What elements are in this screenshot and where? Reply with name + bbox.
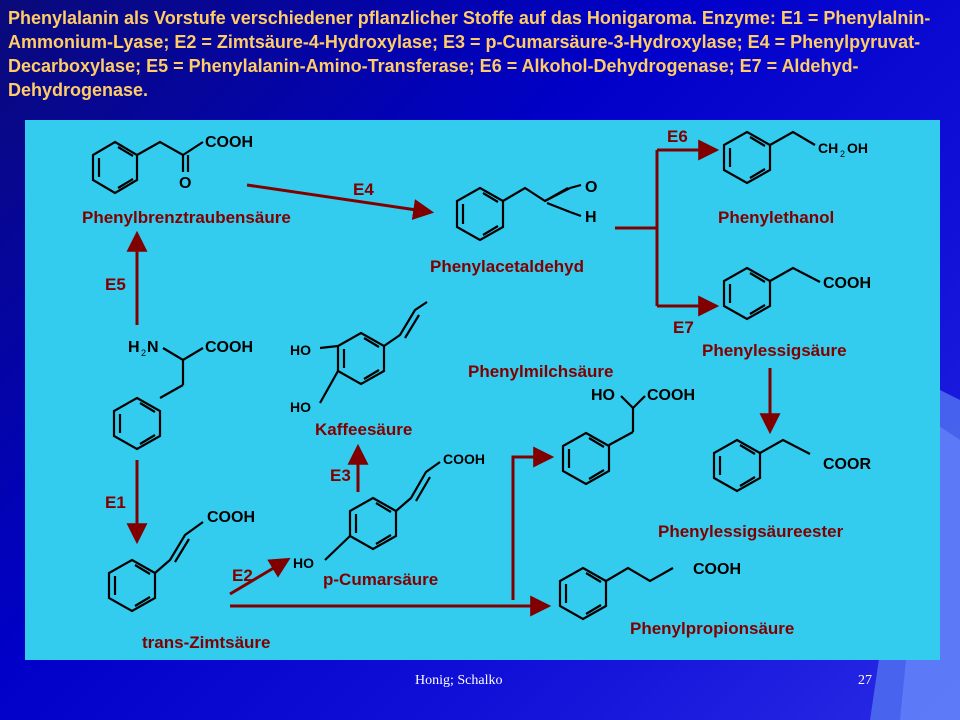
kaffeesaeure-structure: HO HO — [290, 301, 428, 415]
cooh-label: COOH — [207, 509, 255, 526]
label-phenylessigsaeureester: Phenylessigsäureester — [658, 522, 844, 541]
enzyme-e7: E7 — [673, 318, 694, 337]
phenylethanol-structure: CH 2 OH — [722, 130, 868, 185]
enzyme-e5: E5 — [105, 275, 126, 294]
p-cumarsaeure-structure: COOH HO — [293, 451, 485, 571]
ho-label: HO — [290, 342, 311, 358]
enzyme-e4: E4 — [353, 180, 374, 199]
ho-label: HO — [293, 555, 314, 571]
oxygen-label: O — [585, 179, 597, 196]
cooh-label: COOH — [443, 451, 485, 467]
arrow-e4 — [246, 183, 435, 220]
label-kaffeesaeure: Kaffeesäure — [315, 420, 412, 439]
arrow-e2 — [229, 557, 291, 596]
cooh-label: COOH — [823, 275, 871, 292]
enzyme-e2: E2 — [232, 566, 253, 585]
label-phenylethanol: Phenylethanol — [718, 208, 834, 227]
enzyme-e1: E1 — [105, 493, 126, 512]
oxygen-label: O — [179, 175, 191, 192]
phenylbrenztraubensaeure-structure: COOH O — [91, 134, 253, 195]
slide-title: Phenylalanin als Vorstufe verschiedener … — [8, 8, 931, 100]
enzyme-e6: E6 — [667, 127, 688, 146]
phenylpropionsaeure-structure: COOH — [558, 561, 741, 621]
label-phenylpropionsaeure: Phenylpropionsäure — [630, 619, 794, 638]
h-label: H — [128, 339, 140, 356]
label-trans-zimtsaeure: trans-Zimtsäure — [142, 633, 270, 652]
phenylessigsaeureester-structure: COOR — [712, 438, 871, 493]
cooh-label: COOH — [205, 134, 253, 151]
phenylessigsaeure-structure: COOH — [722, 266, 871, 321]
page-number: 27 — [858, 673, 872, 688]
pathway-svg: COOH O Phenylbrenztraubensäure O H Pheny… — [82, 127, 871, 652]
label-phenylmilchsaeure: Phenylmilchsäure — [468, 362, 614, 381]
cooh-label: COOH — [647, 387, 695, 404]
subscript-2: 2 — [141, 348, 146, 358]
phenylmilchsaeure-structure: HO COOH — [561, 387, 695, 486]
label-phenylessigsaeure: Phenylessigsäure — [702, 341, 847, 360]
phenylalanin-structure: H 2 N COOH — [112, 339, 253, 451]
hydrogen-label: H — [585, 209, 597, 226]
label-phenylbrenztraubensaeure: Phenylbrenztraubensäure — [82, 208, 291, 227]
pathway-diagram: COOH O Phenylbrenztraubensäure O H Pheny… — [25, 120, 940, 660]
cooh-label: COOH — [205, 339, 253, 356]
ho-label: HO — [591, 387, 615, 404]
phenylacetaldehyd-structure: O H — [455, 179, 597, 242]
arrow-to-phenylmilchsaeure — [511, 446, 555, 600]
label-p-cumarsaeure: p-Cumarsäure — [323, 570, 438, 589]
trans-zimtsaeure-structure: COOH — [107, 509, 255, 613]
ch-label: CH — [818, 140, 838, 156]
footer-author: Honig; Schalko — [415, 673, 503, 688]
oh-label: OH — [847, 140, 868, 156]
n-label: N — [147, 339, 159, 356]
coor-label: COOR — [823, 456, 871, 473]
label-phenylacetaldehyd: Phenylacetaldehyd — [430, 257, 584, 276]
cooh-label: COOH — [693, 561, 741, 578]
ho-label: HO — [290, 399, 311, 415]
subscript-2: 2 — [840, 149, 845, 159]
enzyme-e3: E3 — [330, 466, 351, 485]
